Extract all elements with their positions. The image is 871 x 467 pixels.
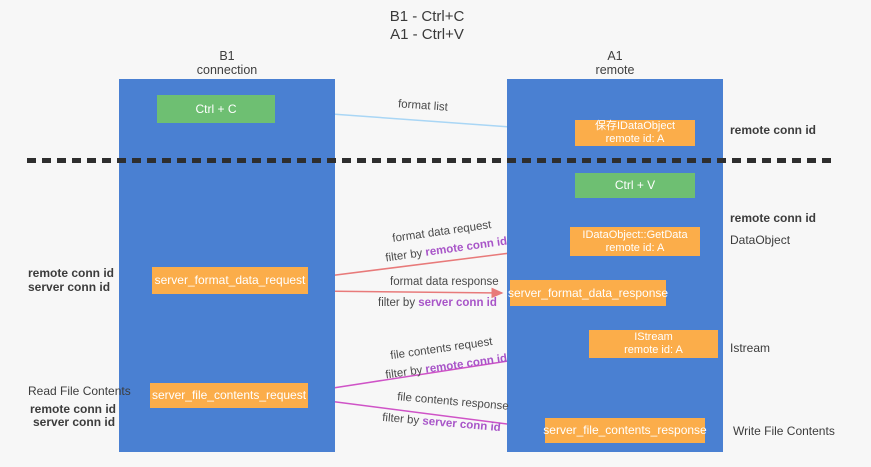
filter-key-remote-conn-id: remote conn id	[424, 352, 508, 376]
lifeline-header-a1: A1 remote	[507, 49, 723, 77]
filter-key-server-conn-id: server conn id	[418, 297, 497, 309]
title-line-2: A1 - Ctrl+V	[390, 26, 464, 43]
node-getdata-line1: IDataObject::GetData	[582, 228, 688, 241]
node-server-file-contents-request: server_file_contents_request	[150, 383, 308, 408]
label-write-file-contents: Write File Contents	[733, 424, 835, 438]
label-filter-server-conn-2: filter by server conn id	[382, 412, 501, 434]
label-format-list: format list	[397, 98, 449, 114]
label-remote-conn-id-top-right: remote conn id	[730, 123, 817, 137]
lifeline-b1-role: connection	[196, 63, 258, 77]
node-getdata-line2: remote id: A	[605, 241, 665, 254]
node-save-dataobject: 保存IDataObject remote id: A	[575, 120, 695, 146]
label-file-contents-response: file contents response	[396, 391, 510, 413]
node-ctrl-v: Ctrl + V	[575, 173, 695, 198]
filter-prefix: filter by	[378, 297, 419, 309]
label-remote-conn-id-bottom-left: remote conn id	[30, 402, 117, 416]
filter-key-remote-conn-id: remote conn id	[424, 235, 508, 259]
filter-prefix: filter by	[384, 363, 427, 382]
filter-prefix: filter by	[384, 246, 427, 265]
label-filter-server-conn-1: filter by server conn id	[378, 297, 497, 309]
label-server-conn-id-mid-left: server conn id	[28, 280, 111, 294]
node-istream-line1: IStream	[634, 331, 673, 343]
node-istream-line2: remote id: A	[624, 344, 683, 356]
lifeline-header-b1: B1 connection	[119, 49, 335, 77]
node-file-request-label: server_file_contents_request	[151, 388, 307, 402]
node-format-response-label: server_format_data_response	[507, 285, 669, 300]
diagram-title: B1 - Ctrl+C A1 - Ctrl+V	[0, 8, 854, 44]
filter-prefix: filter by	[381, 411, 423, 428]
node-server-format-data-response: server_format_data_response	[507, 280, 669, 306]
filter-key-server-conn-id: server conn id	[421, 415, 502, 435]
session-divider-dashed-line	[27, 158, 835, 163]
format-request-to-response-arrow	[311, 287, 504, 299]
label-dataobject: DataObject	[730, 233, 791, 247]
node-file-response-label: server_file_contents_response	[543, 423, 707, 437]
node-server-file-contents-response: server_file_contents_response	[543, 418, 707, 443]
label-remote-conn-id-mid-left: remote conn id	[28, 266, 115, 280]
node-save-dataobject-line2: remote id: A	[605, 133, 665, 145]
label-format-data-response: format data response	[390, 276, 499, 288]
node-save-dataobject-line1: 保存IDataObject	[594, 120, 676, 132]
lifeline-b1-name: B1	[219, 49, 235, 63]
lifeline-a1-name: A1	[607, 49, 623, 63]
label-istream: Istream	[730, 341, 771, 355]
title-line-1: B1 - Ctrl+C	[389, 8, 465, 25]
node-ctrl-v-label: Ctrl + V	[614, 178, 656, 192]
lifeline-a1-role: remote	[595, 63, 635, 77]
node-istream: IStream remote id: A	[589, 330, 718, 358]
label-remote-conn-id-mid-right: remote conn id	[730, 211, 817, 225]
node-format-request-label: server_format_data_request	[154, 273, 306, 287]
node-ctrl-c: Ctrl + C	[157, 95, 275, 123]
node-idataobject-getdata: IDataObject::GetData remote id: A	[570, 227, 700, 256]
label-read-file-contents: Read File Contents	[28, 384, 131, 398]
node-ctrl-c-label: Ctrl + C	[195, 101, 237, 116]
node-server-format-data-request: server_format_data_request	[152, 267, 308, 294]
label-server-conn-id-bottom-left: server conn id	[33, 415, 116, 429]
